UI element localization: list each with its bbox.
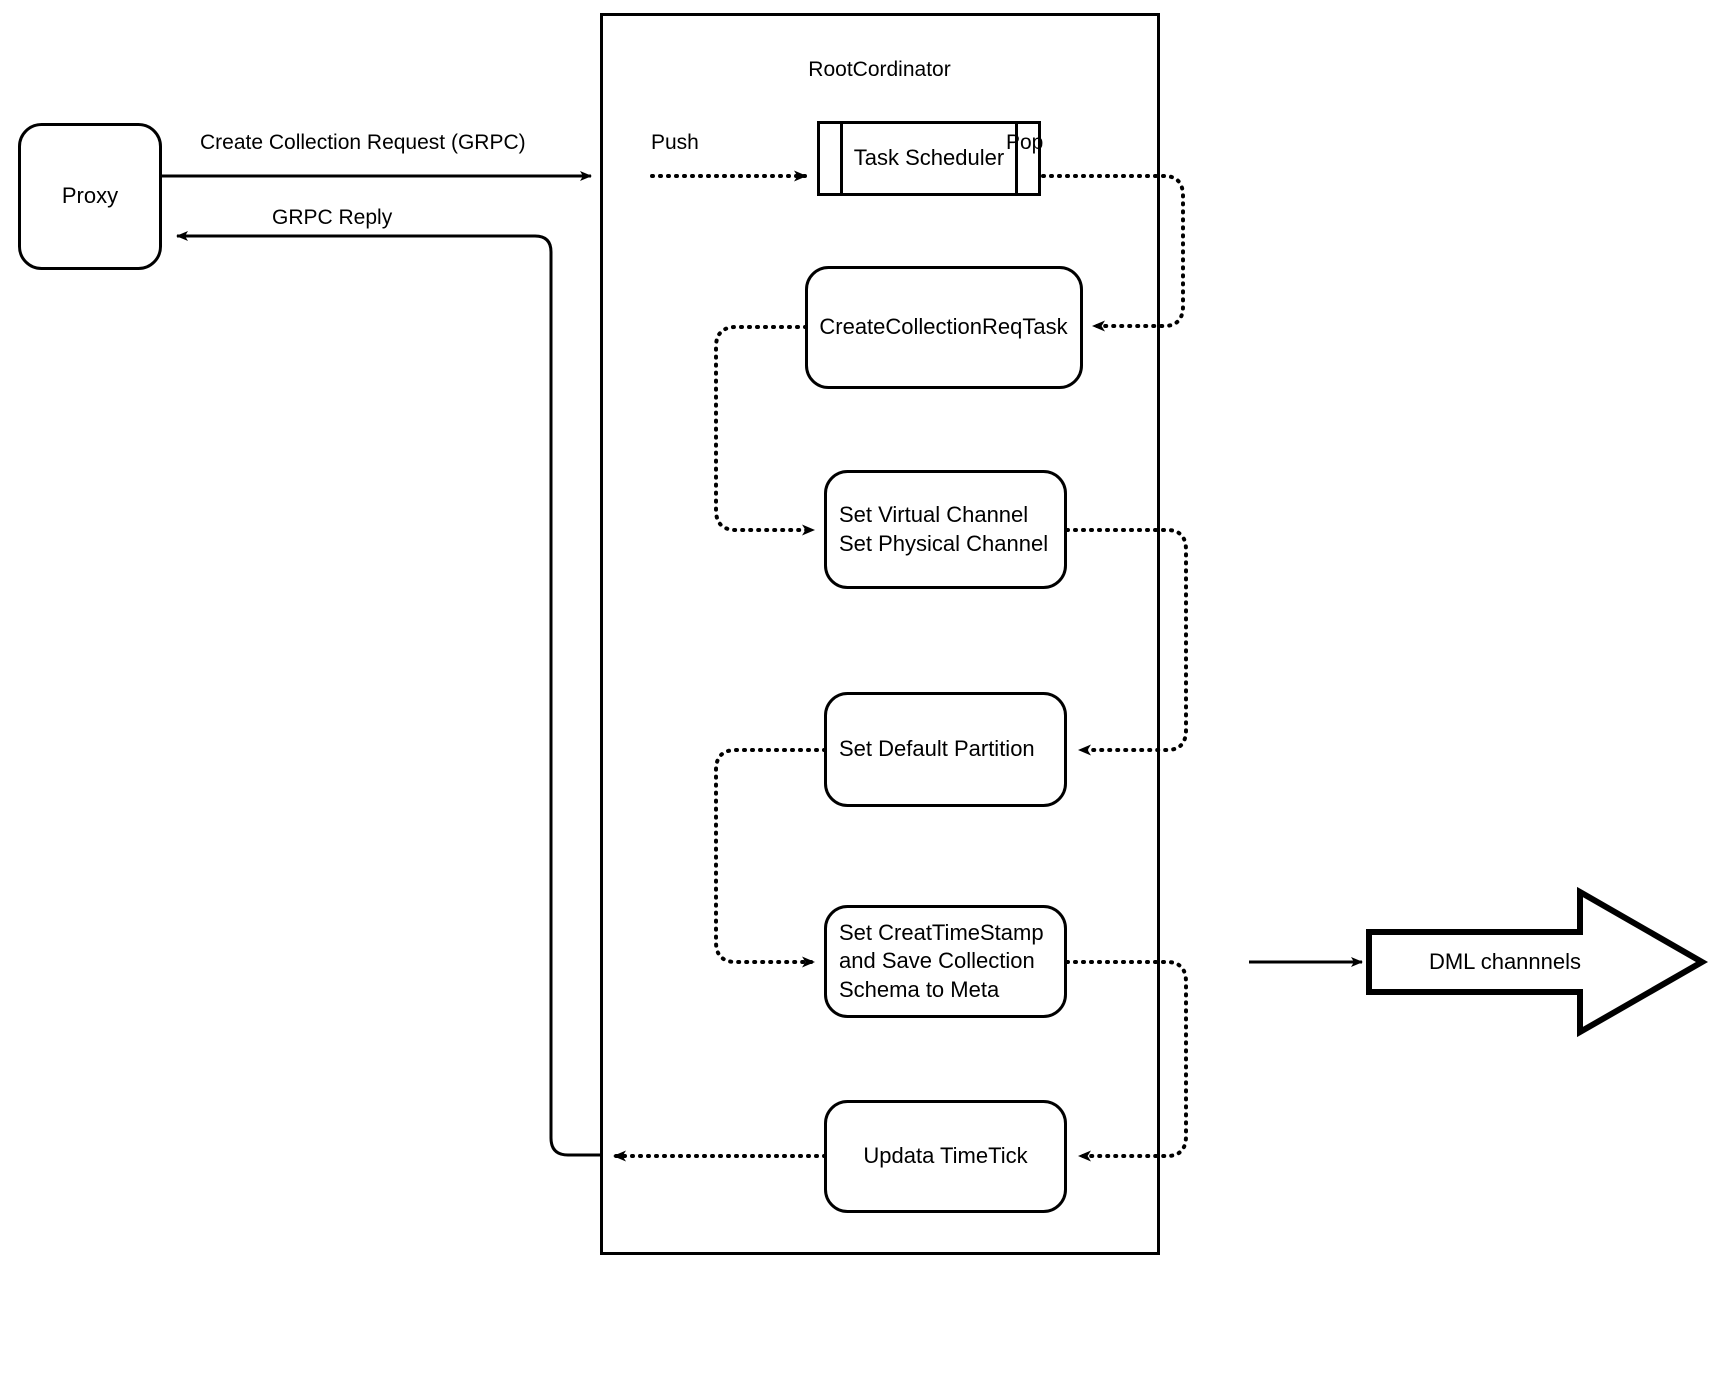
- set-channels-node-label: Set Virtual Channel Set Physical Channel: [839, 501, 1049, 556]
- dml-channels-block-arrow-shape[interactable]: [1366, 886, 1709, 1038]
- edge-grpc-reply: [176, 231, 601, 1157]
- edge-pop: [1041, 174, 1185, 332]
- proxy-node-label: Proxy: [61, 183, 119, 209]
- proxy-node-shape[interactable]: [18, 123, 162, 270]
- edge-create-timestamp-to-timetick: [1065, 960, 1188, 1162]
- set-default-partition-node-label: Set Default Partition: [839, 736, 1035, 762]
- rootcordinator-title: RootCordinator: [808, 58, 951, 81]
- create-collection-req-task-node-label: CreateCollectionReqTask: [819, 314, 1068, 340]
- edge-set-channels-to-default-partition: [1065, 528, 1188, 756]
- edge-default-partition-to-create-timestamp: [714, 748, 827, 968]
- edge-label-push: Push: [651, 131, 699, 154]
- task-scheduler-node-label: Task Scheduler: [853, 145, 1005, 171]
- update-timetick-node-label: Updata TimeTick: [863, 1143, 1028, 1169]
- edge-label-pop: Pop: [1006, 131, 1044, 154]
- edge-label-grpc-reply: GRPC Reply: [272, 206, 393, 229]
- set-create-timestamp-node-label: Set CreatTimeStamp and Save Collection S…: [839, 919, 1044, 1002]
- task-scheduler-node-shape[interactable]: [817, 121, 1041, 196]
- dml-channels-label: DML channnels: [1428, 948, 1582, 974]
- rootcordinator-container: [600, 13, 1160, 1255]
- edge-task-to-set-channels: [714, 325, 816, 536]
- edge-label-create-collection-request: Create Collection Request (GRPC): [200, 131, 526, 154]
